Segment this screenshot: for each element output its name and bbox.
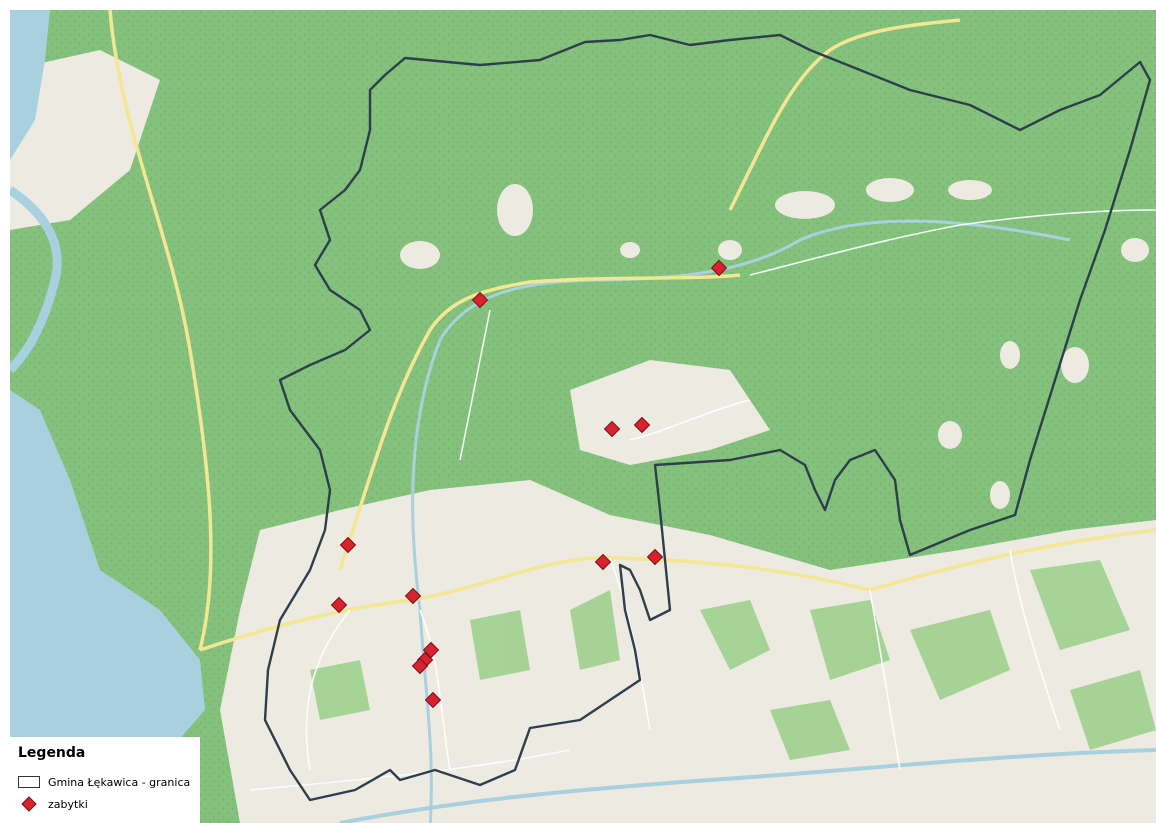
legend-item-monuments: zabytki (18, 793, 192, 815)
legend-item-label: zabytki (48, 797, 88, 811)
monument-marker[interactable] (471, 291, 489, 309)
monument-marker[interactable] (710, 259, 728, 277)
monument-marker[interactable] (603, 420, 621, 438)
boundary-swatch-icon (18, 776, 40, 788)
monument-marker[interactable] (339, 536, 357, 554)
monument-marker[interactable] (422, 641, 440, 659)
monument-marker[interactable] (404, 587, 422, 605)
map-view[interactable] (10, 10, 1156, 823)
farmland-area (220, 480, 1156, 823)
green-patches (310, 560, 1156, 760)
legend-item-label: Gmina Łękawica - granica (48, 775, 191, 789)
red-diamond-icon (18, 796, 40, 812)
farmland-area-north (570, 360, 770, 465)
forest-clearings (400, 178, 1149, 509)
monument-marker[interactable] (411, 657, 429, 675)
lake-north (10, 10, 50, 160)
roads-minor (249, 209, 1156, 791)
monument-marker[interactable] (330, 596, 348, 614)
river-south (339, 748, 1156, 823)
lake (10, 390, 205, 750)
stream (411, 219, 1071, 823)
gmina-boundary[interactable] (263, 33, 1152, 802)
legend-title: Legenda (18, 745, 86, 761)
legend: Legenda Gmina Łękawica - granica zabytki (10, 737, 200, 823)
monument-marker[interactable] (646, 548, 664, 566)
map-canvas (10, 10, 1156, 823)
river (10, 186, 62, 374)
roads-major (108, 10, 1156, 652)
monument-marker[interactable] (424, 691, 442, 709)
monument-marker[interactable] (633, 416, 651, 434)
monument-marker[interactable] (594, 553, 612, 571)
monuments-layer (330, 259, 728, 709)
legend-item-boundary: Gmina Łękawica - granica (18, 771, 192, 793)
